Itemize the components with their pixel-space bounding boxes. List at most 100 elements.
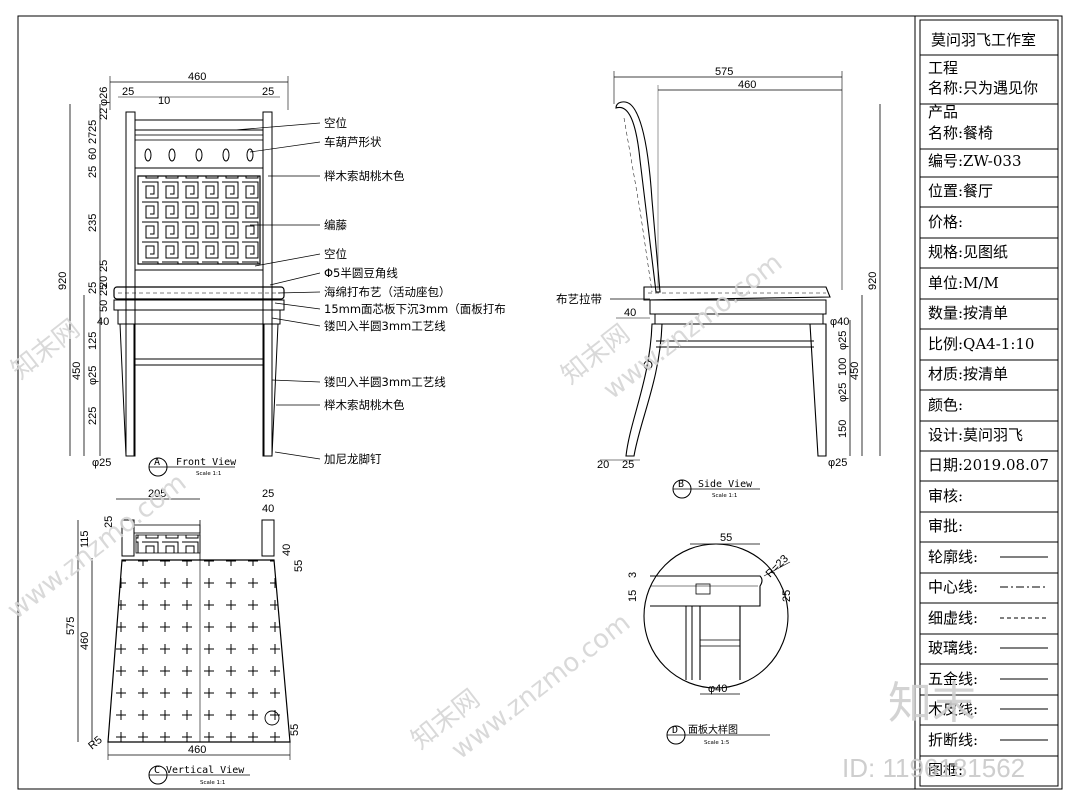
watermark-id: ID: 1196181562 xyxy=(842,753,1025,783)
side-dim-seat-depth: 460 xyxy=(738,79,756,91)
front-dim-25c: 25 xyxy=(87,120,99,132)
detail-view: 55 R=23 15 3 25 φ40 D 面板大样图 Scale 1:5 xyxy=(627,532,793,746)
front-dim-left-post: 25 xyxy=(122,86,134,98)
front-dim-phi25-bottom: φ25 xyxy=(92,457,111,469)
note-gourd-shape: 车葫芦形状 xyxy=(324,135,382,149)
side-dim-total-height: 920 xyxy=(867,272,879,290)
side-view-label: B Side View Scale 1:1 xyxy=(673,479,760,499)
front-view-letter: A xyxy=(154,457,160,468)
side-view: 575 460 布艺拉带 40 920 450 φ25 100 φ25 150 xyxy=(556,66,880,499)
vertical-view-letter: C xyxy=(154,765,160,776)
side-dim-40: 40 xyxy=(624,307,636,319)
title-row-16: 审批: xyxy=(928,517,963,535)
side-dim-20: 20 xyxy=(597,459,609,471)
rattan-panel xyxy=(138,176,260,264)
top-dim-55-bottom: 55 xyxy=(289,724,301,736)
detail-dim-55: 55 xyxy=(720,532,732,544)
side-dim-150: 150 xyxy=(837,420,849,438)
detail-view-letter: D xyxy=(672,725,678,736)
title-row-18: 中心线: xyxy=(928,578,978,596)
top-dim-25-right: 25 xyxy=(262,488,274,500)
title-row-15: 审核: xyxy=(928,487,963,505)
title-row-6: 价格: xyxy=(928,213,963,231)
front-dim-rail: 10 xyxy=(158,95,170,107)
note-empty-bottom: 空位 xyxy=(324,247,347,261)
note-bead-line: Φ5半圆豆角线 xyxy=(324,266,398,280)
note-panel-board: 15mm面芯板下沉3mm（面板打布 xyxy=(324,302,506,316)
note-wood-color-top: 榉木索胡桃木色 xyxy=(324,169,405,183)
front-dim-50: 50 xyxy=(98,300,110,312)
note-nylon-foot: 加尼龙脚钉 xyxy=(324,452,382,466)
note-sponge-fabric: 海绵打布艺（活动座包） xyxy=(324,285,451,299)
front-dim-25e: 25 xyxy=(98,284,110,296)
title-row-1: 名称:只为遇见你 xyxy=(928,79,1038,97)
front-dim-total-height: 920 xyxy=(57,272,69,290)
top-dim-575: 575 xyxy=(65,617,77,635)
front-dim-60: 60 xyxy=(87,148,99,160)
note-fabric-strap: 布艺拉带 xyxy=(556,292,602,306)
note-groove-line-top: 镂凹入半圆3mm工艺线 xyxy=(324,319,446,333)
top-dim-460-bottom: 460 xyxy=(188,744,206,756)
top-dim-460-side: 460 xyxy=(79,632,91,650)
watermark-site-2: www.znzmo.com xyxy=(446,608,636,766)
side-view-letter: B xyxy=(678,479,684,490)
side-dim-depth: 575 xyxy=(715,66,733,78)
note-rattan: 编藤 xyxy=(324,218,347,232)
top-dim-r5: R5 xyxy=(86,734,104,752)
front-dim-22: 22 xyxy=(98,108,110,120)
title-block: 莫问羽飞工作室 工程名称:只为遇见你产品名称:餐椅编号:ZW-033位置:餐厅价… xyxy=(920,20,1058,786)
front-view-notes: 空位 车葫芦形状 榉木索胡桃木色 编藤 空位 Φ5半圆豆角线 海绵打布艺（活动座… xyxy=(235,116,506,466)
title-row-2: 产品 xyxy=(928,103,958,121)
side-dim-phi40: φ40 xyxy=(830,316,849,328)
side-dim-100: 100 xyxy=(837,358,849,376)
detail-view-title: 面板大样图 xyxy=(688,723,738,736)
front-view-title: Front View xyxy=(176,457,237,468)
title-row-4: 编号:ZW-033 xyxy=(928,152,1022,170)
top-dim-40-mid: 40 xyxy=(281,544,293,556)
watermark-logo: 知末 xyxy=(888,678,976,729)
detail-dim-r23: R=23 xyxy=(764,553,791,580)
front-view: 460 25 10 25 92 xyxy=(57,71,506,477)
vertical-view-title: Vertical View xyxy=(166,765,245,776)
title-row-23: 折断线: xyxy=(928,731,978,749)
title-row-13: 设计:莫问羽飞 xyxy=(928,426,1023,444)
side-dim-phi25-b: φ25 xyxy=(837,383,849,402)
note-empty-top: 空位 xyxy=(324,116,347,130)
title-row-0: 工程 xyxy=(928,59,958,77)
vertical-view-label: C Vertical View Scale 1:1 xyxy=(149,765,250,786)
front-dim-25d: 25 xyxy=(98,260,110,272)
title-row-5: 位置:餐厅 xyxy=(928,182,993,200)
front-view-scale: Scale 1:1 xyxy=(196,471,221,477)
front-dim-225: 225 xyxy=(87,407,99,425)
detail-dim-3: 3 xyxy=(627,572,639,578)
front-dim-40: 40 xyxy=(97,316,109,328)
title-row-12: 颜色: xyxy=(928,396,963,414)
watermark-site-1: www.znzmo.com xyxy=(598,248,788,406)
title-row-11: 材质:按清单 xyxy=(928,365,1008,383)
detail-view-label: D 面板大样图 Scale 1:5 xyxy=(667,723,770,746)
side-dim-phi25-foot: φ25 xyxy=(828,457,847,469)
title-row-19: 细虚线: xyxy=(928,609,978,627)
front-dim-phi26: φ26 xyxy=(98,87,110,106)
front-dim-width: 460 xyxy=(188,71,206,83)
top-dim-40-right: 40 xyxy=(262,503,274,515)
front-dim-phi25-side: φ25 xyxy=(87,366,99,385)
title-row-17: 轮廓线: xyxy=(928,548,978,566)
note-groove-line-leg: 镂凹入半圆3mm工艺线 xyxy=(324,375,446,389)
side-view-title: Side View xyxy=(698,479,753,490)
front-dim-27: 27 xyxy=(87,132,99,144)
detail-dim-phi40: φ40 xyxy=(708,683,727,695)
side-dim-phi25-a: φ25 xyxy=(837,331,849,350)
title-row-7: 规格:见图纸 xyxy=(928,243,1008,261)
side-dim-seat-height: 450 xyxy=(849,362,861,380)
title-row-10: 比例:QA4-1:10 xyxy=(928,335,1034,353)
front-dim-25b: 25 xyxy=(87,166,99,178)
side-dim-25: 25 xyxy=(622,459,634,471)
detail-dim-25: 25 xyxy=(781,590,793,602)
side-view-scale: Scale 1:1 xyxy=(712,493,737,499)
studio-name: 莫问羽飞工作室 xyxy=(931,31,1036,49)
title-row-9: 数量:按清单 xyxy=(928,304,1008,322)
detail-dim-15: 15 xyxy=(627,590,639,602)
detail-view-scale: Scale 1:5 xyxy=(704,740,730,746)
